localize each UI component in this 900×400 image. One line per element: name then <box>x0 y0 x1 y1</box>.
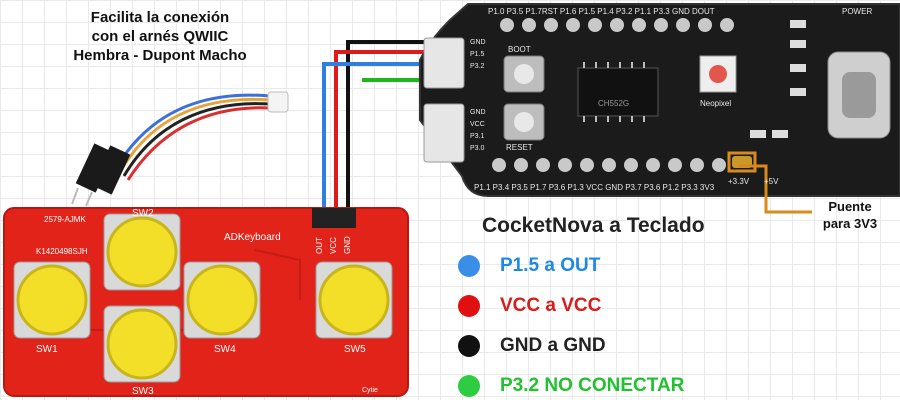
neopixel-label: Neopixel <box>700 99 731 108</box>
connector-bottom-label-3: P3.0 <box>470 145 485 152</box>
pin-gnd-label: GND <box>343 236 352 254</box>
switch-label-sw4: SW4 <box>214 344 236 355</box>
switch-sw5 <box>315 261 393 339</box>
legend-item-vcc: VCC a VCC <box>458 292 601 320</box>
bridge-note: Puente para 3V3 <box>800 198 900 232</box>
ch552g-chip <box>577 67 659 117</box>
legend-item-p15-out: P1.5 a OUT <box>458 252 600 280</box>
switch-sw3 <box>103 305 181 383</box>
connector-bottom-label-2: P3.1 <box>470 133 485 140</box>
legend-item-p32: P3.2 NO CONECTAR <box>458 372 684 400</box>
keyboard-model: 2579-AJMK <box>44 215 86 224</box>
wire-blue <box>322 62 432 212</box>
bridge-note-line-1: Puente <box>828 199 872 214</box>
switch-label-sw1: SW1 <box>36 344 58 355</box>
connector-bottom-label-1: VCC <box>470 121 485 128</box>
legend-label: VCC a VCC <box>500 295 602 316</box>
label-5v: +5V <box>764 177 779 186</box>
board-silk-top: P1.0 P3.5 P1.7RST P1.6 P1.5 P1.4 P3.2 P1… <box>488 7 715 16</box>
blue-dot-icon <box>458 255 480 277</box>
black-dot-icon <box>458 335 480 357</box>
legend-label: P3.2 NO CONECTAR <box>500 375 685 396</box>
connector-bottom-label-0: GND <box>470 109 486 116</box>
keyboard-corner-mark: Cytie <box>362 387 378 394</box>
boot-label: BOOT <box>508 45 531 54</box>
keyboard-serial: K1420498SJH <box>36 247 88 256</box>
reset-label: RESET <box>506 143 533 152</box>
legend-title: CocketNova a Teclado <box>482 214 705 237</box>
keyboard-pin-header <box>312 208 356 228</box>
switch-sw2 <box>103 213 181 291</box>
cocketnova-board <box>419 3 900 197</box>
keyboard-name: ADKeyboard <box>224 232 281 243</box>
bridge-pointer <box>738 164 812 214</box>
top-pin-row <box>500 18 734 32</box>
switch-label-sw5: SW5 <box>344 344 366 355</box>
red-dot-icon <box>458 295 480 317</box>
harness-caption: Facilita la conexión con el arnés QWIIC … <box>40 8 280 65</box>
qwiic-connector-bottom <box>423 103 465 163</box>
adkeyboard-board <box>3 207 409 397</box>
switch-label-sw2: SW2 <box>132 208 154 219</box>
caption-line-3: Hembra - Dupont Macho <box>73 47 247 64</box>
legend-label: P1.5 a OUT <box>500 255 601 276</box>
switch-label-sw3: SW3 <box>132 386 154 397</box>
connector-top-label-2: P3.2 <box>470 63 485 70</box>
pin-out-label: OUT <box>315 237 324 254</box>
bridge-note-line-2: para 3V3 <box>822 216 878 231</box>
wire-red <box>334 50 432 212</box>
label-3v3: +3.3V <box>728 177 750 186</box>
legend-label: GND a GND <box>500 335 606 356</box>
qwiic-harness <box>71 91 289 207</box>
caption-line-2: con el arnés QWIIC <box>91 28 229 45</box>
power-label: POWER <box>842 7 872 16</box>
legend-item-gnd: GND a GND <box>458 332 606 360</box>
pin-vcc-label: VCC <box>329 237 338 254</box>
switch-sw1 <box>13 261 91 339</box>
qwiic-connector-top <box>423 37 465 89</box>
green-dot-icon <box>458 375 480 397</box>
wire-black <box>322 40 432 212</box>
bottom-pin-row <box>492 158 726 172</box>
caption-line-1: Facilita la conexión <box>90 9 230 26</box>
board-silk-bottom: P1.1 P3.4 P3.5 P1.7 P3.6 P1.3 VCC GND P3… <box>474 183 715 192</box>
connector-top-label-1: P1.5 <box>470 51 485 58</box>
switch-sw4 <box>183 261 261 339</box>
connector-top-label-0: GND <box>470 39 486 46</box>
chip-label: CH552G <box>598 99 629 108</box>
